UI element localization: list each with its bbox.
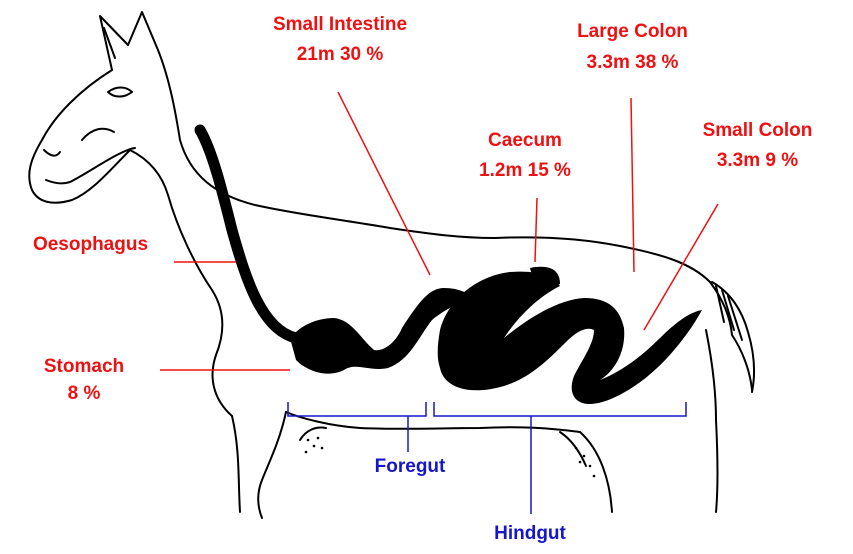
oesophagus-name: Oesophagus [8, 234, 173, 256]
caecum-name: Caecum [440, 130, 610, 152]
small-intestine-stats: 21m 30 % [245, 44, 435, 66]
hindgut-label: Hindgut [460, 523, 600, 545]
foregut-label: Foregut [340, 456, 480, 478]
stomach-label: Stomach 8 % [14, 356, 154, 405]
oesophagus-tube [200, 130, 296, 338]
small-colon-name: Small Colon [665, 120, 850, 142]
small-intestine-name: Small Intestine [245, 14, 435, 36]
pointer-lines [160, 92, 718, 370]
oesophagus-label: Oesophagus [8, 234, 173, 256]
foregut-name: Foregut [340, 456, 480, 478]
large-colon-name: Large Colon [540, 21, 725, 43]
caecum-label: Caecum 1.2m 15 % [440, 130, 610, 182]
stomach-name: Stomach [14, 356, 154, 378]
small-colon-stats: 3.3m 9 % [665, 150, 850, 172]
stomach-stats: 8 % [14, 383, 154, 405]
large-gut-shape [438, 272, 702, 404]
caecum-stats: 1.2m 15 % [440, 160, 610, 182]
hindgut-name: Hindgut [460, 523, 600, 545]
large-colon-stats: 3.3m 38 % [540, 52, 725, 74]
horse-outline [29, 12, 754, 518]
small-colon-label: Small Colon 3.3m 9 % [665, 120, 850, 172]
small-intestine-label: Small Intestine 21m 30 % [245, 14, 435, 66]
large-colon-label: Large Colon 3.3m 38 % [540, 21, 725, 74]
